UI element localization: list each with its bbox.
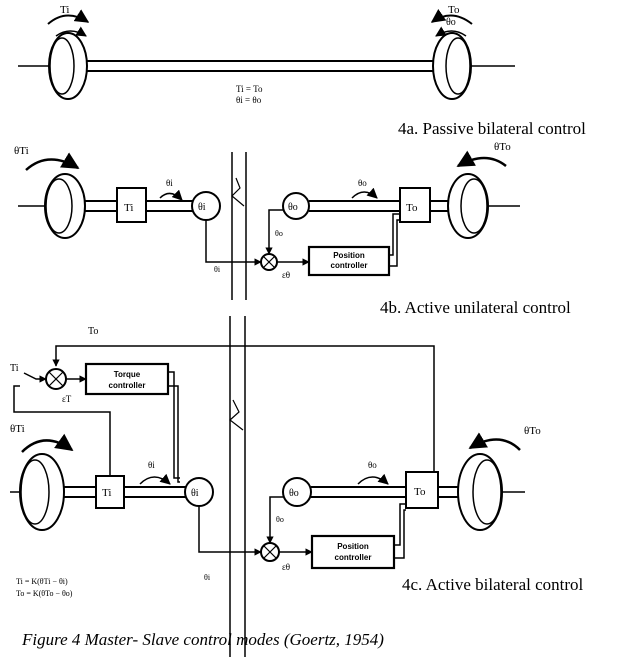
formula-Ti-4c: Ti = K(θTi − θi) — [16, 577, 68, 586]
slave-torque-arrow-4b — [456, 150, 507, 168]
label-error-theta-4c: εθ — [282, 562, 290, 572]
Ti-sense-line-4c — [13, 385, 111, 476]
master-handwheel-rim-4b — [45, 178, 73, 234]
master-handwheel-4c — [19, 453, 65, 531]
formula-To-4c: To = K(θTo − θo) — [16, 589, 73, 598]
equation-angle: θi = θo — [236, 95, 262, 105]
label-To-4c: To — [414, 486, 426, 498]
To-feedback-line-4c — [52, 345, 435, 472]
label-theta-To-4c: θTo — [524, 425, 541, 437]
torque-controller-label1-4c: Torque — [114, 370, 141, 379]
position-controller-label2-4b: controller — [331, 261, 368, 270]
position-controller-label1-4b: Position — [333, 251, 365, 260]
label-error-T-4c: εT — [62, 394, 72, 404]
position-controller-label2-4c: controller — [335, 553, 372, 562]
diagram-4a — [18, 9, 515, 100]
torque-sum-x2-4c — [48, 371, 64, 387]
label-theta-i-small-4b: θi — [214, 265, 221, 274]
theta-o-arrow-4c — [357, 473, 389, 485]
theta-i-signal-4c — [198, 506, 262, 556]
pos-sum-x2-4c — [263, 545, 277, 559]
label-theta-o-small-4b: θo — [275, 229, 283, 238]
diagram-4b — [18, 150, 520, 300]
label-theta-o-small-4c: θo — [276, 515, 284, 524]
torque-controller-label2-4c: controller — [109, 381, 146, 390]
label-theta-o-arrow-4c: θo — [368, 460, 377, 470]
position-controller-4c — [310, 534, 396, 570]
label-theta-o-4a: θo — [446, 17, 456, 28]
theta-o-feedback-4c — [266, 496, 283, 544]
theta-i-arrow-4b — [159, 189, 183, 201]
torque-arrow-left — [47, 9, 90, 25]
barrier-break-4c — [229, 399, 244, 431]
label-theta-o-arrow-4b: θo — [358, 178, 367, 188]
pos-ctrl-out-b-4c — [394, 509, 406, 559]
Ti-input-line-4c — [23, 372, 47, 383]
slave-sensor-4c — [282, 477, 312, 507]
label-theta-i-circle-4b: θi — [198, 202, 206, 213]
label-Ti-input-4c: Ti — [10, 363, 19, 374]
theta-i-arrow-4c — [139, 473, 171, 485]
theta-o-arrow-4b — [351, 187, 378, 199]
figure-caption: Figure 4 Master- Slave control modes (Go… — [21, 630, 384, 649]
rotation-arrow-left — [55, 26, 87, 37]
slave-handwheel-4b — [447, 173, 489, 239]
handwheel-right — [432, 32, 472, 100]
controller-to-To-b-4b — [389, 219, 400, 267]
label-theta-Ti-4c: θTi — [10, 423, 25, 435]
torque-ctrl-out-a-4c — [168, 371, 180, 479]
theta-o-feedback-4b — [265, 209, 284, 255]
Ti-block-4b — [116, 187, 147, 223]
label-To-4a: To — [448, 4, 460, 16]
master-handwheel-4b — [44, 173, 86, 239]
label-To-4b: To — [406, 202, 418, 214]
barrier-break-4b — [231, 177, 245, 207]
label-theta-o-circle-4b: θo — [288, 202, 298, 213]
master-sensor-4c — [184, 477, 214, 507]
To-block-4c — [405, 471, 439, 509]
caption-4b: 4b. Active unilateral control — [380, 298, 571, 317]
handwheel-left — [48, 32, 88, 100]
sum-x2-4b — [262, 255, 276, 269]
equation-torque: Ti = To — [236, 84, 263, 94]
label-theta-o-circle-4c: θo — [289, 488, 299, 499]
operator-torque-arrow-4c — [21, 433, 74, 453]
torque-controller-4c — [84, 362, 170, 396]
master-sensor-4b — [191, 191, 221, 221]
operator-torque-arrow-4b — [25, 152, 80, 171]
label-error-4b: εθ — [282, 270, 290, 280]
torque-arrow-right — [430, 9, 473, 25]
label-theta-i-arrow-4c: θi — [148, 460, 155, 470]
handwheel-left-rim — [49, 37, 75, 95]
torque-ctrl-out-b-4c — [168, 385, 180, 483]
label-theta-To-4b: θTo — [494, 141, 511, 153]
position-controller-4b — [307, 245, 391, 277]
handwheel-right-rim — [445, 37, 471, 95]
caption-4c: 4c. Active bilateral control — [402, 575, 584, 594]
slave-torque-arrow-4c — [468, 432, 521, 451]
theta-i-signal-4b — [205, 220, 262, 266]
slave-handwheel-rim-4b — [460, 178, 488, 234]
Ti-block-4c — [95, 475, 125, 509]
position-controller-label1-4c: Position — [337, 542, 369, 551]
diagram-4c — [10, 316, 525, 657]
label-Ti-4a: Ti — [60, 4, 69, 16]
label-To-top-4c: To — [88, 326, 98, 337]
rotation-arrow-right — [435, 26, 467, 37]
controller-to-To-a-4b — [389, 213, 400, 256]
slave-sensor-4b — [282, 192, 310, 220]
master-handwheel-rim-4c — [20, 459, 50, 525]
label-Ti-4b: Ti — [124, 202, 133, 214]
label-theta-i-arrow-4b: θi — [166, 178, 173, 188]
slave-handwheel-rim-4c — [472, 459, 502, 525]
label-theta-i-circle-4c: θi — [191, 488, 199, 499]
To-block-4b — [399, 187, 431, 223]
label-theta-Ti-4b: θTi — [14, 145, 29, 157]
label-theta-i-small-4c: θi — [204, 573, 211, 582]
caption-4a: 4a. Passive bilateral control — [398, 119, 586, 138]
label-Ti-4c: Ti — [102, 487, 111, 499]
pos-ctrl-out-a-4c — [394, 503, 406, 546]
